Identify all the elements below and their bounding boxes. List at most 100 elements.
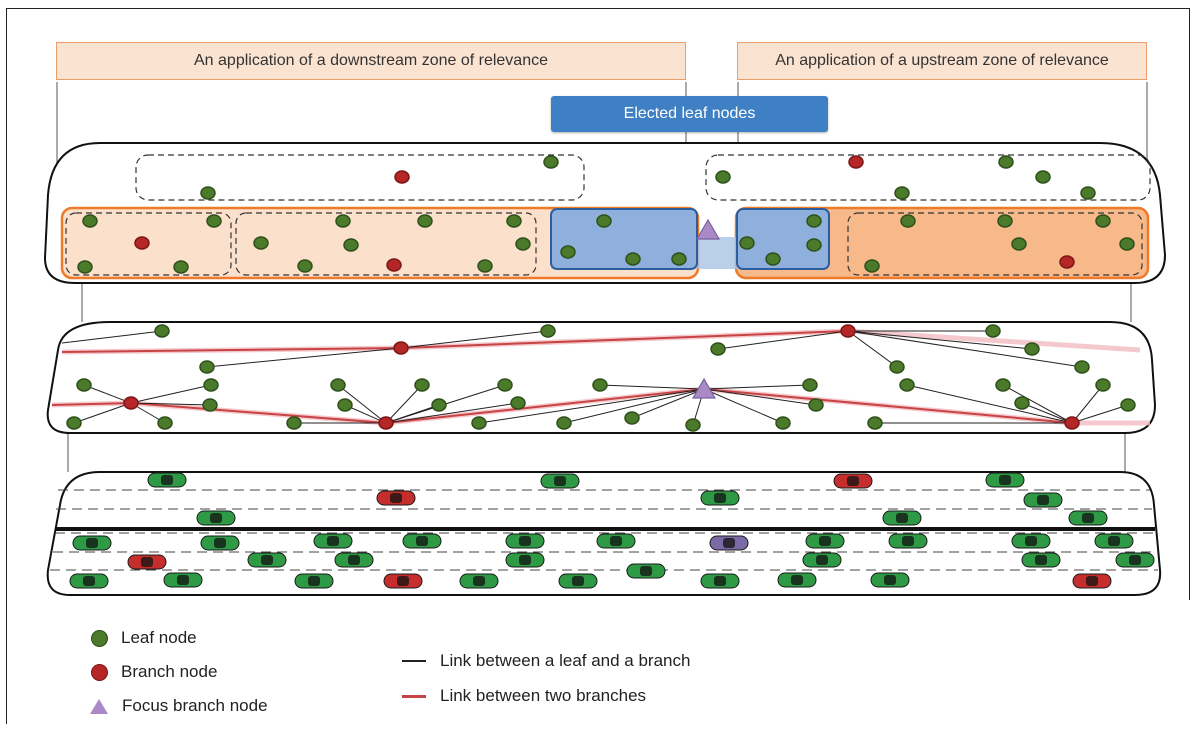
leaf-node (82, 214, 98, 228)
vehicle-windshield (327, 536, 339, 546)
vehicle (247, 552, 287, 568)
leaf-node (506, 214, 522, 228)
leaf-node (253, 236, 269, 250)
cluster-ds-2 (235, 212, 537, 276)
vehicle-windshield (1086, 576, 1098, 586)
vehicle (558, 573, 598, 589)
vehicle (376, 490, 416, 506)
vehicle (334, 552, 374, 568)
leaf-node (715, 170, 731, 184)
branch-node (848, 155, 864, 169)
legend-leaf-label: Leaf node (121, 628, 197, 647)
leaf-node (864, 259, 880, 273)
vehicle (127, 554, 167, 570)
cluster-ds-1 (65, 212, 232, 276)
leaf-node (900, 214, 916, 228)
leaf-node (202, 398, 218, 412)
cluster-top-right (705, 154, 1151, 201)
leaf-node (899, 378, 915, 392)
upstream-zone-label: An application of a upstream zone of rel… (737, 42, 1147, 80)
leaf-node (335, 214, 351, 228)
branch-links (51, 330, 1073, 425)
leaf-node (157, 416, 173, 430)
vehicle-windshield (1025, 536, 1037, 546)
vehicle (805, 533, 845, 549)
branch-node (394, 170, 410, 184)
cluster-us-1 (847, 212, 1143, 276)
vehicle (777, 572, 817, 588)
legend-branch-label: Branch node (121, 662, 218, 681)
vehicle-windshield (816, 555, 828, 565)
leaf-node (515, 237, 531, 251)
vehicle (1094, 533, 1134, 549)
leaf-node (671, 252, 687, 266)
leaf-node-icon (92, 630, 107, 646)
leaf-node (414, 378, 430, 392)
leaf-node (710, 342, 726, 356)
legend-leaf-link-label: Link between a leaf and a branch (440, 651, 691, 670)
vehicle (709, 535, 749, 551)
branch-node-icon (92, 664, 107, 680)
vehicle-windshield (1129, 555, 1141, 565)
leaf-node (66, 416, 82, 430)
vehicle-windshield (640, 566, 652, 576)
vehicle (200, 535, 240, 551)
leaf-node (154, 324, 170, 338)
leaf-node (1095, 378, 1111, 392)
vehicle-windshield (397, 576, 409, 586)
vehicle (626, 563, 666, 579)
vehicle (459, 573, 499, 589)
legend-focus-label: Focus branch node (122, 696, 268, 715)
vehicle-windshield (572, 576, 584, 586)
branch-node (840, 324, 856, 338)
vehicle-windshield (390, 493, 402, 503)
leaf-node (200, 186, 216, 200)
legend-branch: Branch node (92, 662, 217, 682)
leaf-node (477, 259, 493, 273)
vehicle (1021, 552, 1061, 568)
cluster-top-left (135, 154, 585, 201)
leaf-node (286, 416, 302, 430)
leaf-node (592, 378, 608, 392)
branch-node (386, 258, 402, 272)
vehicle-windshield (519, 536, 531, 546)
vehicle (1068, 510, 1108, 526)
legend-leaf: Leaf node (92, 628, 197, 648)
vehicle (72, 535, 112, 551)
leaf-node (471, 416, 487, 430)
leaf-node (867, 416, 883, 430)
leaf-node (685, 418, 701, 432)
leaf-node (1074, 360, 1090, 374)
leaf-node (739, 236, 755, 250)
focus-branch-node (695, 218, 721, 240)
vehicle (1072, 573, 1112, 589)
vehicle-windshield (141, 557, 153, 567)
vehicle-windshield (214, 538, 226, 548)
focus-branch-node (691, 377, 717, 399)
leaf-node (337, 398, 353, 412)
downstream-zone-label: An application of a downstream zone of r… (56, 42, 686, 80)
leaf-node (1014, 396, 1030, 410)
branch-node (378, 416, 394, 430)
leaf-node (1080, 186, 1096, 200)
elected-zone-right (736, 208, 830, 270)
leaf-node (497, 378, 513, 392)
vehicle (700, 490, 740, 506)
vehicle-windshield (714, 493, 726, 503)
vehicle (888, 533, 928, 549)
vehicle (505, 552, 545, 568)
leaf-node (76, 378, 92, 392)
vehicle-windshield (1035, 555, 1047, 565)
leaf-node (1120, 398, 1136, 412)
leaf-node (1095, 214, 1111, 228)
lane-dividers (50, 489, 1158, 571)
vehicle (596, 533, 636, 549)
leaf-node (556, 416, 572, 430)
branch-node (1059, 255, 1075, 269)
leaf-node (998, 155, 1014, 169)
vehicle (294, 573, 334, 589)
leaf-node (985, 324, 1001, 338)
leaf-node (624, 411, 640, 425)
leaf-node (775, 416, 791, 430)
